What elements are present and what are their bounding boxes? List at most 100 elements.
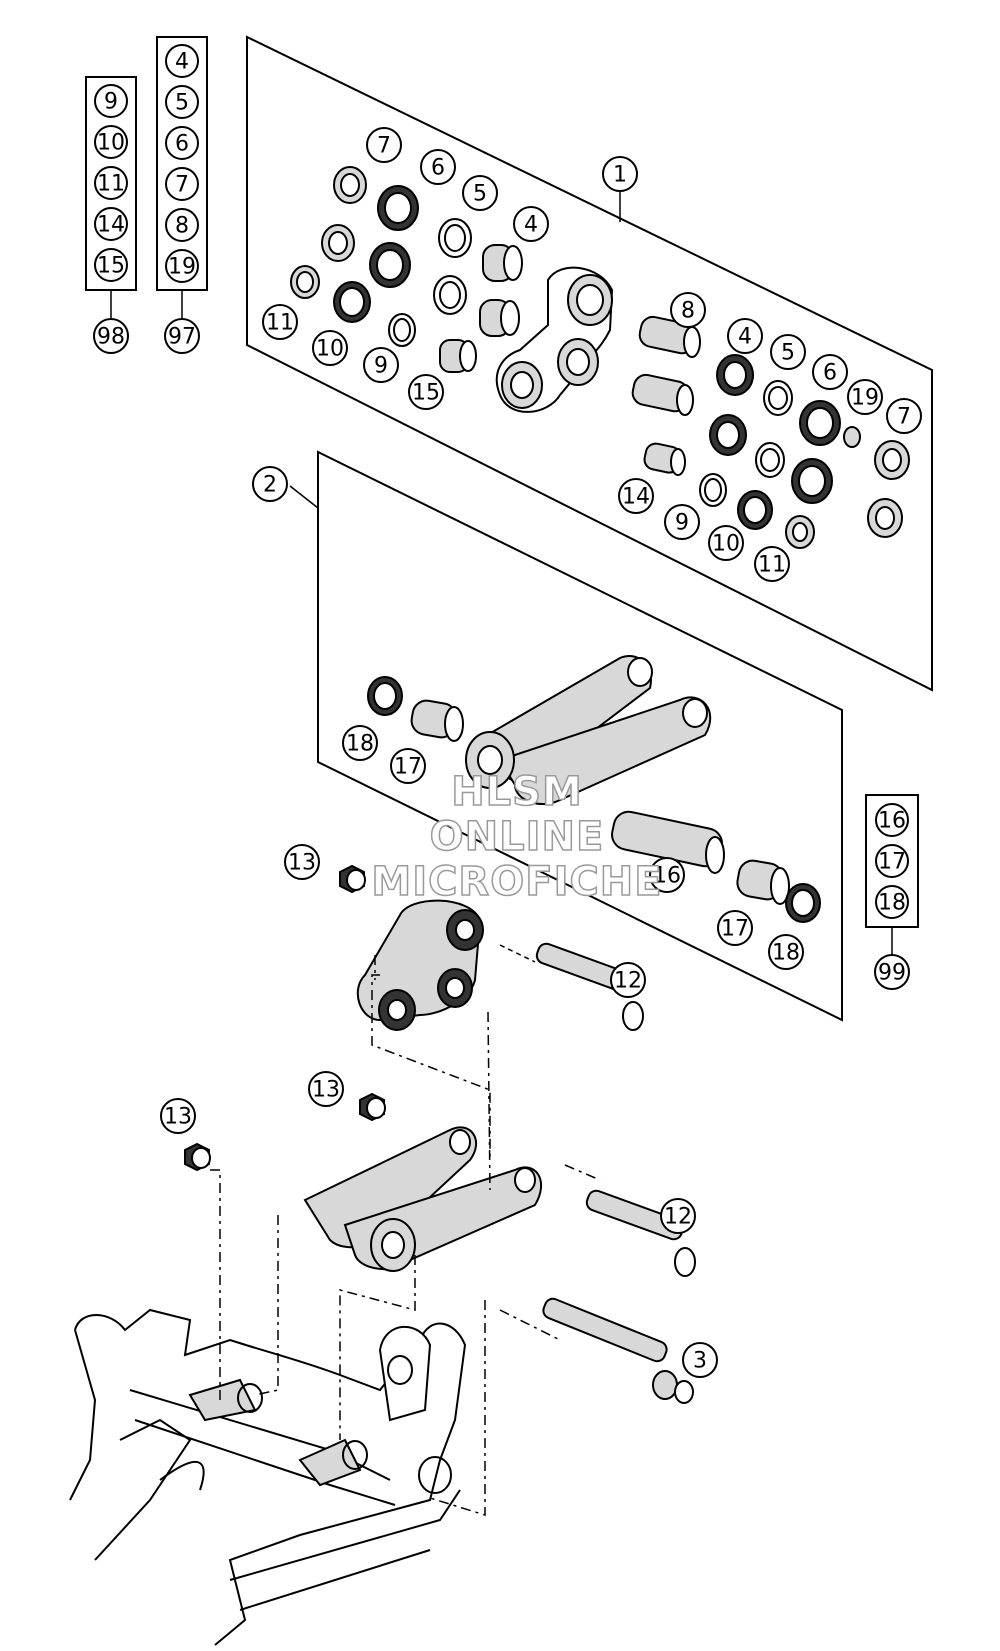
callout-number: 13 (288, 851, 316, 876)
callout-number: 9 (675, 511, 689, 536)
kit-98-item: 15 (94, 248, 128, 282)
linkage-lever (495, 266, 614, 413)
callout-c1: 1 (602, 156, 638, 192)
kit-98-number: 98 (93, 318, 129, 354)
callout-number: 17 (721, 917, 749, 942)
kit-number-label: 99 (878, 961, 906, 986)
callout-a13c: 13 (160, 1098, 196, 1134)
callout-p1-15: 15 (408, 374, 444, 410)
kit-97-item: 8 (165, 208, 199, 242)
callout-number: 17 (394, 755, 422, 780)
kit-item-number: 7 (175, 173, 189, 198)
callout-number: 9 (374, 354, 388, 379)
callout-labels: 1237654111091584561971491011181716171813… (160, 127, 922, 1378)
callout-number: 18 (346, 732, 374, 757)
panel-kit-1 (246, 35, 933, 692)
callout-p2-18b: 18 (768, 934, 804, 970)
callout-p1-6a: 6 (420, 149, 456, 185)
callout-number: 15 (412, 381, 440, 406)
callout-a13a: 13 (284, 844, 320, 880)
callout-p1-8: 8 (670, 292, 706, 328)
callout-p1-11b: 11 (754, 546, 790, 582)
callout-number: 2 (263, 473, 277, 498)
callout-p1-5b: 5 (770, 334, 806, 370)
kit-97-item: 19 (165, 249, 199, 283)
callout-p2-17b: 17 (717, 910, 753, 946)
kit-97-item: 6 (165, 126, 199, 160)
kit-97-item: 7 (165, 167, 199, 201)
kit-98-item: 9 (94, 84, 128, 118)
kit-99-number: 99 (874, 954, 910, 990)
callout-p1-11a: 11 (262, 304, 298, 340)
kit-number-label: 97 (168, 325, 196, 350)
callout-p1-4a: 4 (513, 206, 549, 242)
callout-number: 5 (473, 182, 487, 207)
callout-number: 1 (613, 163, 627, 188)
callout-p1-19: 19 (847, 379, 883, 415)
callout-a13b: 13 (308, 1071, 344, 1107)
callout-p1-7b: 7 (886, 398, 922, 434)
kit-99-item: 16 (875, 803, 909, 837)
kit-97-item: 4 (165, 44, 199, 78)
kit-item-number: 17 (878, 850, 906, 875)
kit-99-item: 17 (875, 844, 909, 878)
kit-97-item: 5 (165, 85, 199, 119)
callout-a12b: 12 (660, 1198, 696, 1234)
kit-98-item: 11 (94, 166, 128, 200)
callout-c2: 2 (252, 466, 288, 502)
callout-a12a: 12 (610, 962, 646, 998)
callout-p1-14: 14 (618, 478, 654, 514)
callout-number: 16 (653, 864, 681, 889)
panel-2-parts (367, 655, 821, 923)
callout-number: 7 (377, 134, 391, 159)
callout-number: 11 (266, 311, 294, 336)
callout-p2-16: 16 (649, 857, 685, 893)
kit-item-number: 6 (175, 132, 189, 157)
callout-number: 13 (312, 1078, 340, 1103)
callout-p1-5a: 5 (462, 175, 498, 211)
assembly-parts (69, 864, 696, 1646)
kit-number-label: 98 (97, 325, 125, 350)
callout-number: 7 (897, 405, 911, 430)
callout-number: 12 (664, 1205, 692, 1230)
kit-item-number: 16 (878, 809, 906, 834)
kit-99-item: 18 (875, 885, 909, 919)
kit-item-number: 11 (97, 172, 125, 197)
callout-number: 18 (772, 941, 800, 966)
callout-number: 4 (524, 213, 538, 238)
callout-number: 8 (681, 299, 695, 324)
assembly-guide-lines (210, 955, 601, 1517)
kit-item-number: 15 (97, 254, 125, 279)
callout-number: 10 (316, 337, 344, 362)
callout-number: 4 (738, 325, 752, 350)
kit-98-item: 10 (94, 125, 128, 159)
callout-p1-9a: 9 (363, 347, 399, 383)
panel-kit-2 (317, 450, 843, 1022)
callout-number: 11 (758, 553, 786, 578)
watermark: HLSM ONLINE MICROFICHE (371, 768, 663, 906)
kit-item-number: 5 (175, 91, 189, 116)
kit-item-number: 4 (175, 50, 189, 75)
watermark-line-1: HLSM (451, 769, 583, 815)
kit-item-number: 9 (104, 90, 118, 115)
callout-number: 6 (431, 156, 445, 181)
callout-number: 13 (164, 1105, 192, 1130)
callout-number: 14 (622, 485, 650, 510)
callout-number: 3 (693, 1349, 707, 1374)
callout-p1-10a: 10 (312, 330, 348, 366)
callout-number: 12 (614, 969, 642, 994)
callout-number: 5 (781, 341, 795, 366)
callout-p1-6b: 6 (812, 354, 848, 390)
kit-item-number: 8 (175, 214, 189, 239)
kit-item-number: 19 (168, 255, 196, 280)
callout-p1-7a: 7 (366, 127, 402, 163)
callout-p1-9b: 9 (664, 504, 700, 540)
kit-97-number: 97 (164, 318, 200, 354)
watermark-line-2: ONLINE (430, 814, 605, 860)
callout-p1-4b: 4 (727, 318, 763, 354)
watermark-line-3: MICROFICHE (371, 859, 662, 905)
panel-1-left-parts (290, 166, 523, 373)
callout-number: 6 (823, 361, 837, 386)
